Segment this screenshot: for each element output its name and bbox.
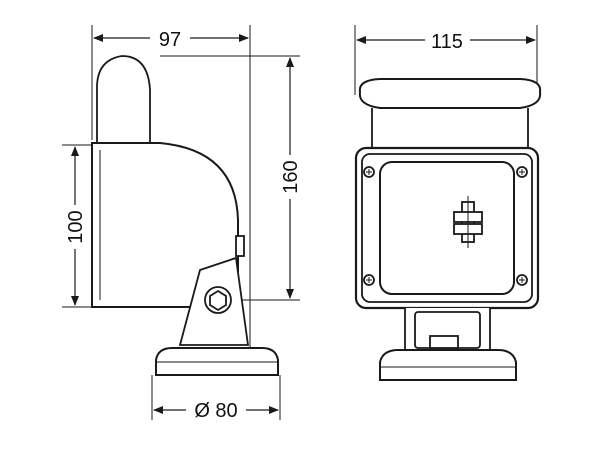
cross-screw-icon [363,166,375,178]
rear-cap [96,55,151,143]
dimension-label-diameter-80: Ø 80 [194,400,237,422]
base-front [379,349,517,381]
front-neck [371,108,529,148]
rear-tab [235,235,245,257]
cross-screw-icon [363,274,375,286]
front-top-cap [358,78,542,109]
dimension-label-97: 97 [159,29,181,51]
cross-screw-icon [516,166,528,178]
front-bracket-nut [429,335,459,349]
cross-screw-icon [516,274,528,286]
front-view [354,25,542,381]
front-housing-outer [354,146,540,310]
label-bg-97 [150,26,190,50]
dimension-label-100: 100 [65,210,87,243]
front-lens [379,161,515,295]
label-bg-115 [425,28,470,52]
front-housing-rim [361,153,533,303]
dimension-label-115: 115 [431,31,463,53]
label-bg-80 [186,398,246,422]
pivot-nut [209,289,227,312]
side-view [62,25,300,420]
label-bg-100 [63,205,87,249]
dimension-label-160: 160 [280,160,302,193]
label-bg-160 [278,155,302,199]
